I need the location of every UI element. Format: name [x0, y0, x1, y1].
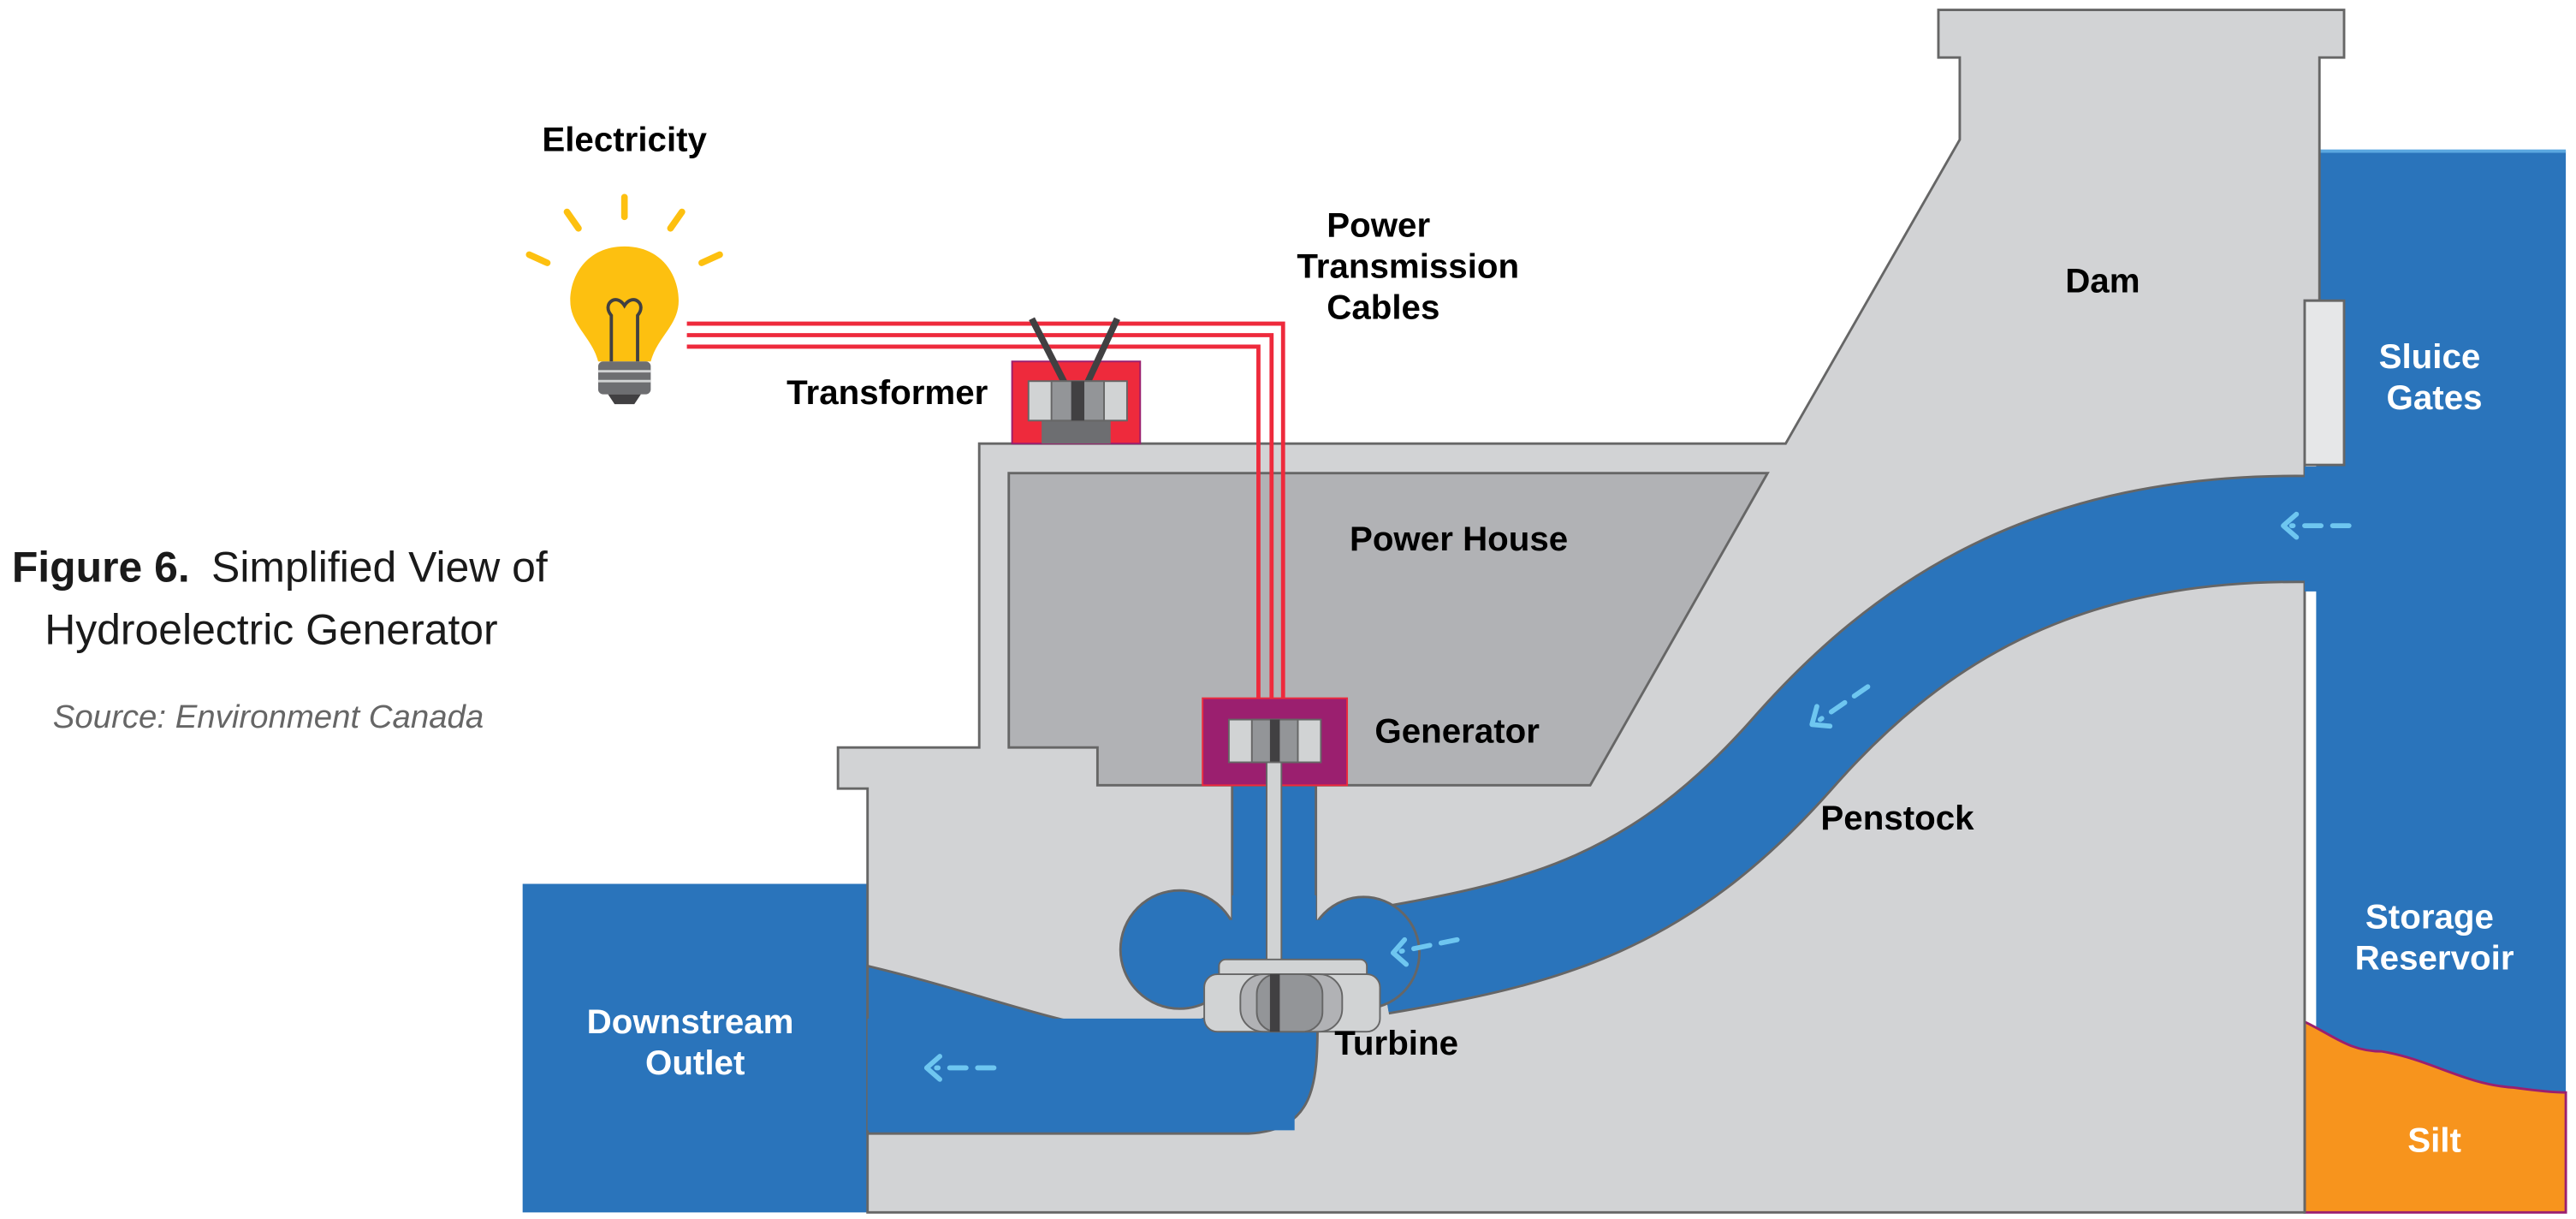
sluice-gate	[2303, 299, 2346, 467]
flow-arrow-penstock	[1809, 684, 1871, 729]
label-storage-reservoir: Storage Reservoir	[2355, 897, 2514, 977]
label-downstream-outlet: Downstream Outlet	[587, 1002, 804, 1082]
downstream-outlet-water	[522, 883, 871, 1213]
label-silt: Silt	[2407, 1121, 2461, 1159]
label-dam: Dam	[2065, 262, 2140, 300]
power-house	[1007, 472, 1770, 787]
label-cables: Power Transmission Cables	[1297, 205, 1528, 326]
transformer	[1011, 317, 1142, 445]
flow-arrow-reservoir	[2281, 511, 2352, 540]
turbine-runner	[1203, 958, 1381, 1033]
flow-arrow-turbine	[1390, 937, 1460, 967]
power-transmission-cables	[686, 321, 1285, 699]
storage-reservoir-water	[2316, 151, 2567, 1213]
penstock-water	[1371, 477, 2309, 1013]
label-sluice-gates: Sluice Gates	[2379, 337, 2490, 417]
label-turbine: Turbine	[1334, 1024, 1458, 1062]
generator	[1202, 697, 1349, 787]
figure-source: Source: Environment Canada	[53, 699, 484, 735]
figure-caption-line1: Figure 6. Simplified View of	[12, 543, 548, 591]
label-penstock: Penstock	[1820, 799, 1974, 837]
lightbulb-icon	[525, 193, 723, 405]
flow-arrow-outlet	[923, 1054, 997, 1082]
figure-caption-line2: Hydroelectric Generator	[45, 605, 497, 653]
figure-number: Figure 6.	[12, 543, 190, 591]
silt-layer	[2303, 1020, 2567, 1214]
label-power-house: Power House	[1350, 520, 1568, 558]
label-transformer: Transformer	[786, 373, 988, 412]
label-electricity: Electricity	[542, 121, 707, 159]
label-generator: Generator	[1374, 711, 1540, 750]
